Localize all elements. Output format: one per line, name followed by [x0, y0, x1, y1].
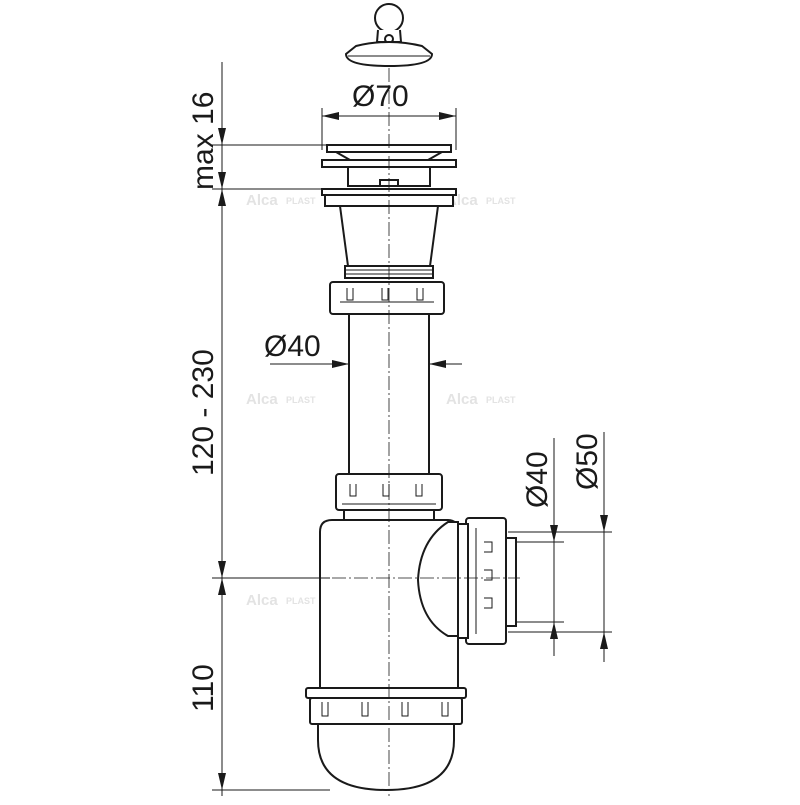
label-d70: Ø70 — [352, 80, 409, 113]
label-120-230: 120 - 230 — [187, 349, 220, 476]
label-d40-pipe: Ø40 — [264, 330, 321, 363]
outlet-nut — [457, 517, 517, 645]
watermark-4: Alca PLAST — [446, 391, 516, 408]
bottle-bottom — [305, 687, 467, 792]
watermark-1: Alca PLAST — [246, 192, 316, 209]
chain-ring — [374, 3, 404, 33]
watermark-3: Alca PLAST — [246, 391, 316, 408]
svg-text:Alca: Alca — [246, 391, 278, 408]
outlet-neck — [416, 521, 459, 637]
svg-text:PLAST: PLAST — [486, 395, 516, 405]
svg-text:Alca: Alca — [246, 192, 278, 209]
svg-text:PLAST: PLAST — [286, 395, 316, 405]
strainer-body — [347, 166, 431, 187]
plug-cap — [344, 41, 434, 68]
svg-text:Alca: Alca — [446, 391, 478, 408]
outlet-dimensions: Ø40 Ø50 — [508, 432, 612, 662]
svg-text:Alca: Alca — [246, 592, 278, 609]
svg-text:Alca: Alca — [446, 192, 478, 209]
arrow-max16-top — [218, 128, 226, 145]
label-d40-outlet: Ø40 — [521, 451, 554, 508]
watermark-5: Alca PLAST — [246, 592, 316, 609]
svg-text:PLAST: PLAST — [486, 196, 516, 206]
svg-text:PLAST: PLAST — [286, 196, 316, 206]
arrow-max16-bottom — [218, 189, 226, 206]
svg-text:PLAST: PLAST — [286, 596, 316, 606]
stopper-plug — [344, 3, 434, 68]
strainer-rim — [326, 144, 452, 153]
d70-dimension: Ø70 — [321, 80, 457, 150]
label-d50-outlet: Ø50 — [571, 433, 604, 490]
watermark-2: Alca PLAST — [446, 192, 516, 209]
label-110: 110 — [187, 664, 220, 712]
left-dimensions: max 16 120 - 230 110 — [187, 62, 330, 796]
upper-nut — [329, 281, 445, 315]
cleanout-cup — [317, 723, 455, 792]
label-max16: max 16 — [187, 92, 220, 190]
d40-pipe-dimension: Ø40 — [264, 330, 462, 368]
